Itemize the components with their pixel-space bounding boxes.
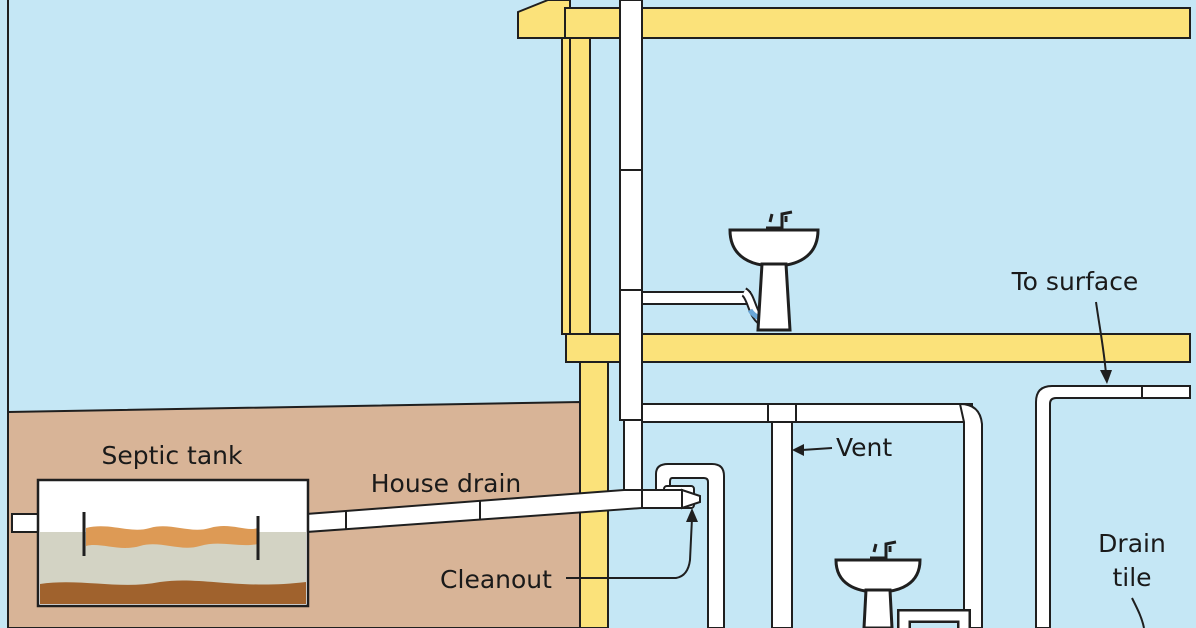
lower-sink-drain-fill	[899, 611, 969, 628]
drain-to-cleanout	[641, 489, 683, 509]
cleanout-loop	[655, 463, 725, 628]
cleanout-arrow	[566, 517, 693, 579]
basement-horizontal-pipe	[641, 403, 973, 423]
label-drain-tile-line2: tile	[1112, 563, 1151, 592]
upper-sink-pedestal	[756, 262, 792, 332]
top-plate	[564, 7, 1191, 39]
label-cleanout: Cleanout	[440, 565, 552, 594]
upper-wall-stud	[569, 37, 591, 335]
label-house-drain: House drain	[371, 469, 522, 498]
upper-wall-outer	[561, 37, 571, 335]
label-septic-tank: Septic tank	[101, 441, 243, 470]
to-surface-arrow	[1095, 301, 1107, 375]
drain-tile-pipe	[1035, 385, 1191, 628]
drain-tile-arrow	[1131, 597, 1145, 628]
label-to-surface: To surface	[1011, 267, 1139, 296]
cleanout-plug	[681, 488, 701, 510]
vent-arrow	[801, 447, 833, 451]
vent-pipe	[771, 421, 793, 628]
septic-scum-layer	[86, 526, 258, 548]
label-vent: Vent	[836, 433, 892, 462]
main-stack	[619, 0, 643, 421]
right-elbow	[958, 402, 983, 628]
septic-outlet-pipe	[11, 513, 41, 533]
lower-sink-faucet	[870, 540, 897, 560]
upper-sink-faucet	[766, 210, 793, 230]
stack-lower	[623, 419, 643, 493]
floor-band	[565, 333, 1191, 363]
label-drain-tile-line1: Drain	[1098, 529, 1166, 558]
vent-arrowhead	[792, 444, 804, 456]
to-surface-arrowhead	[1100, 370, 1112, 384]
lower-sink-pedestal	[862, 588, 894, 628]
upper-sink-drain	[641, 291, 751, 305]
cleanout-arrowhead	[686, 508, 698, 522]
septic-sludge-layer	[40, 580, 306, 604]
